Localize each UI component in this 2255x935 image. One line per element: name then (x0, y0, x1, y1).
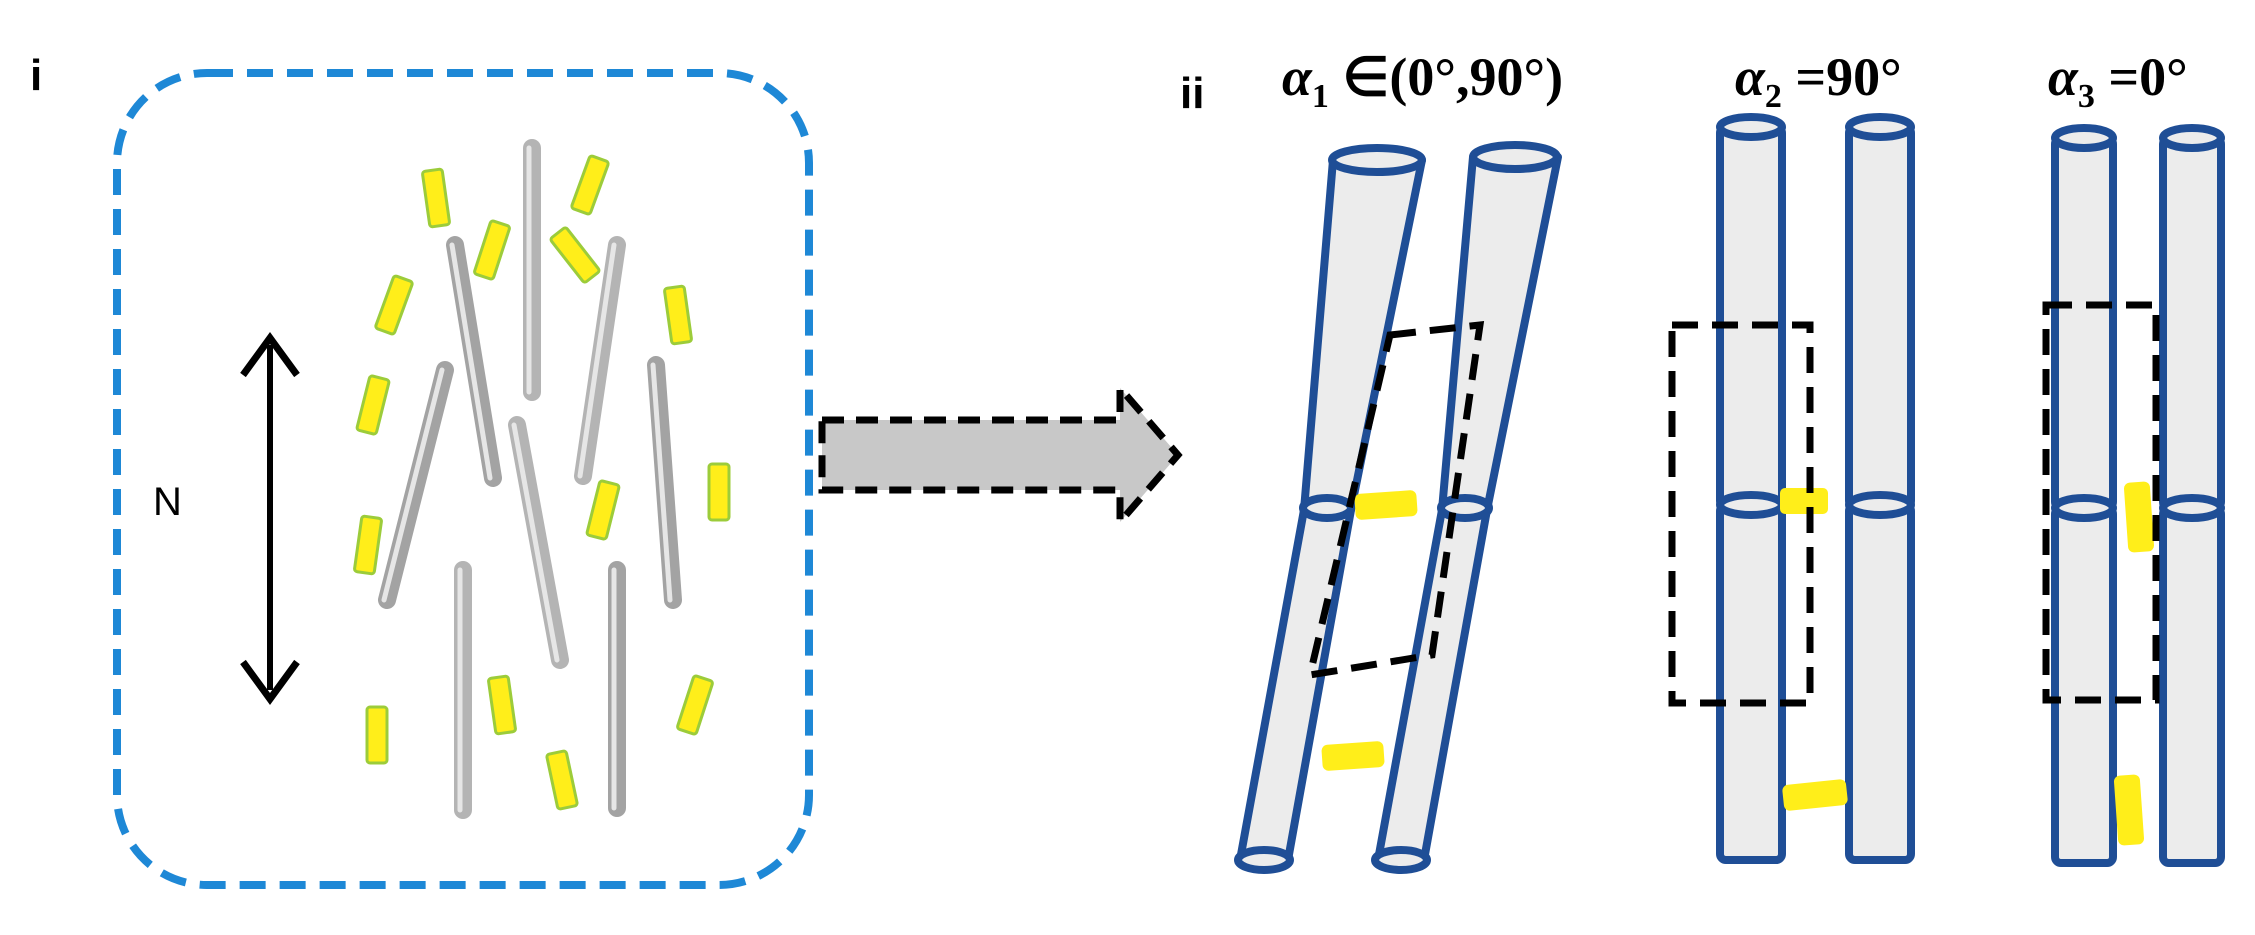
isotropic-domain-box (113, 69, 813, 889)
nanoparticle (549, 226, 601, 284)
nanoparticle (663, 284, 693, 346)
grey-rod-highlight (449, 242, 493, 481)
nanoparticle (676, 674, 714, 736)
alpha-2-symbol: α (1735, 47, 1766, 107)
alpha-1-dashed-cell (1305, 321, 1485, 680)
alpha-1-label: α1 ∈(0°,90°) (1282, 47, 1563, 115)
alpha-3-nanoparticle-lower (2113, 774, 2145, 846)
alpha-3-right-column (2159, 124, 2225, 867)
grey-rod-highlight (381, 367, 445, 603)
nanoparticle (487, 674, 517, 736)
alpha-2-subscript: 2 (1765, 78, 1782, 115)
grey-rod-highlight (511, 422, 560, 663)
nanoparticle-group (353, 154, 731, 811)
alpha-3-label: α3 =0° (2048, 47, 2188, 115)
nanoparticle (585, 479, 621, 541)
nanoparticle (374, 274, 414, 336)
alpha-3-subscript: 3 (2078, 78, 2095, 115)
alpha-3-relation: =0° (2095, 47, 2188, 107)
nanoparticle (473, 219, 511, 281)
alpha-1-right-column (1371, 141, 1562, 874)
panel-i-label: i (30, 51, 42, 100)
config-alpha-1 (1234, 141, 1562, 874)
alpha-1-symbol: α (1282, 47, 1313, 107)
grey-rod-highlight (577, 242, 617, 479)
nanoparticle (365, 705, 389, 765)
alpha-1-relation: ∈(0°,90°) (1329, 47, 1563, 107)
alpha-3-nanoparticle-upper (2123, 481, 2155, 553)
alpha-2-nanoparticle-upper (1780, 488, 1828, 514)
grey-rod (647, 356, 682, 609)
config-alpha-2 (1668, 113, 1915, 864)
config-alpha-3 (2042, 124, 2225, 867)
nanoparticle (570, 154, 610, 216)
grey-rod (378, 361, 454, 609)
alpha-2-nanoparticle-lower (1782, 779, 1848, 811)
alpha-2-right-column (1845, 113, 1915, 864)
director-label: N (153, 480, 182, 524)
nanoparticle (355, 374, 391, 436)
alpha-1-nanoparticle-upper (1354, 490, 1418, 520)
alpha-1-left-column (1234, 144, 1426, 874)
grey-rod-highlight (650, 362, 673, 603)
nanoparticle (707, 462, 731, 522)
alpha-2-label: α2 =90° (1735, 47, 1902, 115)
alpha-1-nanoparticle-lower (1321, 741, 1385, 771)
nanoparticle (421, 167, 451, 229)
director-double-arrow (240, 332, 300, 705)
alpha-3-symbol: α (2048, 47, 2079, 107)
alpha-3-dashed-cell (2042, 301, 2160, 704)
alpha-2-dashed-cell (1668, 321, 1814, 707)
grey-rod-group (378, 139, 682, 819)
alpha-1-subscript: 1 (1312, 78, 1329, 115)
nanoparticle (353, 514, 383, 576)
alpha-2-left-column (1716, 113, 1786, 864)
panel-ii-label: ii (1180, 69, 1204, 118)
grey-rod (574, 236, 626, 485)
transition-arrow (818, 378, 1183, 532)
nanoparticle (545, 749, 579, 811)
grey-rod (446, 236, 502, 487)
grey-rod (508, 416, 569, 669)
alpha-3-left-column (2051, 124, 2117, 867)
alpha-2-relation: =90° (1782, 47, 1902, 107)
